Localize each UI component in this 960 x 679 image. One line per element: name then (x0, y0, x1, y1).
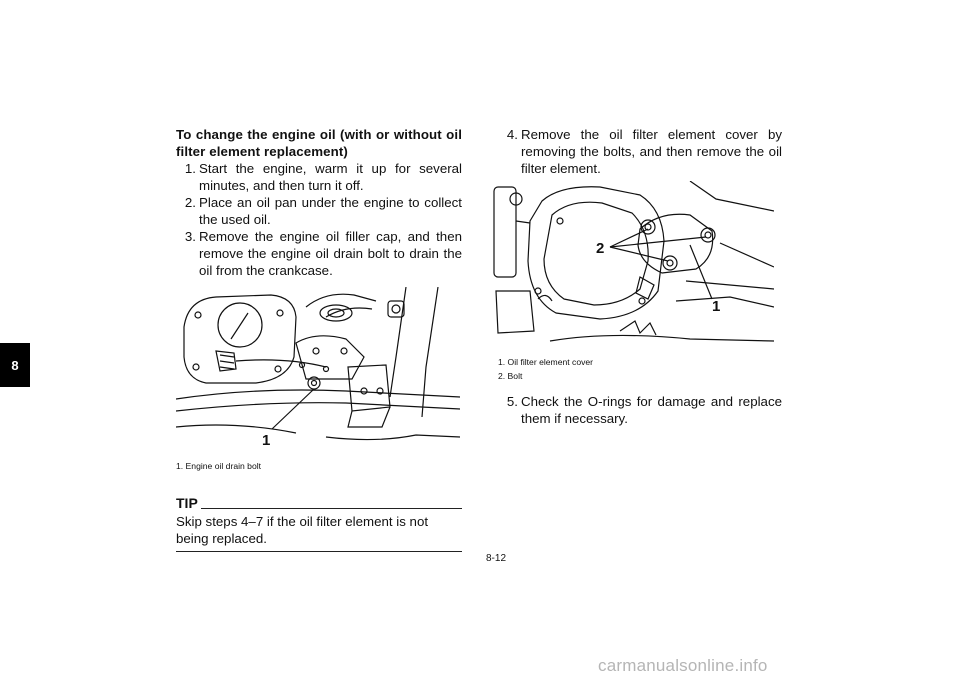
figure-caption-1: 1. Oil filter element cover (498, 357, 594, 367)
tip-top-rule (200, 508, 462, 509)
page-number: 8-12 (485, 553, 506, 564)
tip-bottom-rule (176, 551, 462, 552)
watermark: carmanualsonline.info (598, 656, 768, 675)
figure-callout-1: 1 (262, 432, 270, 449)
step-text: Remove the oil filter element cover by r… (521, 127, 782, 176)
step-3: 3. Remove the engine oil filler cap, and… (176, 228, 462, 279)
step-5: 5. Check the O-rings for damage and repl… (498, 393, 782, 427)
tip-text: Skip steps 4–7 if the oil filter element… (176, 514, 429, 546)
step-number: 4. (506, 127, 518, 142)
step-1: 1. Start the engine, warm it up for seve… (176, 160, 462, 194)
figure-callout-2: 2 (596, 240, 604, 257)
step-number: 2. (184, 195, 196, 210)
left-column: To change the engine oil (with or withou… (176, 126, 462, 552)
step-text: Check the O-rings for damage and replace… (521, 394, 782, 426)
step-4: 4. Remove the oil filter element cover b… (498, 126, 782, 177)
step-number: 5. (506, 394, 518, 409)
section-heading: To change the engine oil (with or withou… (176, 127, 462, 159)
step-text: Remove the engine oil filler cap, and th… (199, 229, 462, 278)
step-text: Place an oil pan under the engine to col… (199, 195, 462, 227)
step-text: Start the engine, warm it up for several… (199, 161, 462, 193)
figure-caption: 1. Engine oil drain bolt (176, 461, 262, 471)
tip-box: TIP Skip steps 4–7 if the oil filter ele… (176, 495, 462, 552)
oil-filter-cover-illustration: 2 1 (490, 181, 774, 349)
tip-label: TIP (176, 495, 198, 511)
step-number: 3. (184, 229, 196, 244)
figure-caption-2: 2. Bolt (498, 371, 523, 381)
engine-drain-bolt-illustration: 1 (176, 287, 460, 457)
step-2: 2. Place an oil pan under the engine to … (176, 194, 462, 228)
figure-callout-1: 1 (712, 298, 720, 315)
chapter-tab: 8 (0, 343, 30, 387)
tip-header: TIP (176, 495, 462, 511)
step-number: 1. (184, 161, 196, 176)
right-column: 4. Remove the oil filter element cover b… (490, 126, 782, 427)
